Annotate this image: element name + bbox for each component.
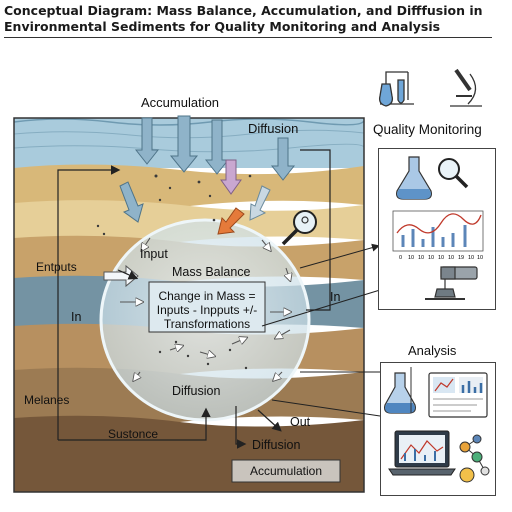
flow-lines: [57, 149, 331, 449]
axis-tick: 10: [438, 255, 444, 261]
equation-box: [148, 281, 266, 333]
analysis-illustration: [384, 367, 490, 483]
label-sustonce: Sustonce: [108, 427, 158, 441]
lab-flask-stand-icon: [378, 71, 414, 107]
accumulation-arrows: [134, 115, 296, 181]
internal-arrows: [120, 237, 290, 380]
analysis-flask-icon: [384, 367, 416, 414]
diffusion-arrows: [119, 159, 271, 235]
label-diffusion-bottom: Diffusion: [252, 438, 300, 452]
accumulation-box: [231, 459, 341, 483]
title-line-1: Conceptual Diagram: Mass Balance, Accumu…: [4, 3, 483, 18]
label-in-left: In: [71, 310, 81, 324]
axis-tick: 10: [448, 255, 454, 261]
flask-magnifier-icon: [396, 156, 469, 200]
title-line-2: Environmental Sediments for Quality Moni…: [4, 19, 441, 34]
label-diffusion-top: Diffusion: [248, 121, 298, 136]
analysis-panel: [380, 362, 496, 496]
label-out: Out: [290, 415, 311, 429]
molecule-icon: [459, 434, 490, 483]
sediment-magnifier-icon: [281, 210, 317, 246]
label-diffusion-mid: Diffusion: [172, 384, 220, 398]
label-melanes: Melanes: [24, 393, 69, 407]
graph-axis-ticks: 0 10 10 10 10 10 19 10 10: [399, 255, 483, 261]
sampling-probe-icon: [425, 266, 478, 300]
axis-tick: 10: [477, 255, 483, 261]
quality-monitoring-panel: 0 10 10 10 10 10 19 10 10: [378, 148, 496, 310]
label-entputs: Entputs: [36, 260, 77, 274]
label-input: Input: [140, 247, 168, 261]
equation-line-1: Change in Mass =: [158, 289, 255, 303]
label-analysis: Analysis: [408, 343, 457, 358]
quality-monitoring-illustration: 0 10 10 10 10 10 19 10 10: [392, 156, 484, 300]
label-quality-monitoring: Quality Monitoring: [373, 122, 482, 137]
laptop-icon: [388, 430, 456, 476]
axis-tick: 0: [399, 255, 402, 261]
label-accumulation-bottom: Accumulation: [250, 464, 322, 478]
label-in-right: In: [330, 290, 340, 304]
axis-tick: 10: [468, 255, 474, 261]
monitor-chart-icon: [428, 372, 488, 418]
equation-line-2: Inputs - Inpputs +/-: [157, 303, 257, 317]
axis-tick: 10: [418, 255, 424, 261]
microscope-icon: [450, 68, 482, 107]
line-graph-icon: [392, 210, 484, 252]
label-mass-balance: Mass Balance: [172, 265, 251, 279]
axis-tick: 19: [458, 255, 464, 261]
title-underline: [4, 37, 492, 38]
panel-connectors: [261, 243, 381, 417]
axis-tick: 10: [428, 255, 434, 261]
axis-tick: 10: [408, 255, 414, 261]
equation-line-3: Transformations: [164, 317, 250, 331]
particles: [96, 174, 252, 370]
label-accumulation-top: Accumulation: [141, 95, 219, 110]
